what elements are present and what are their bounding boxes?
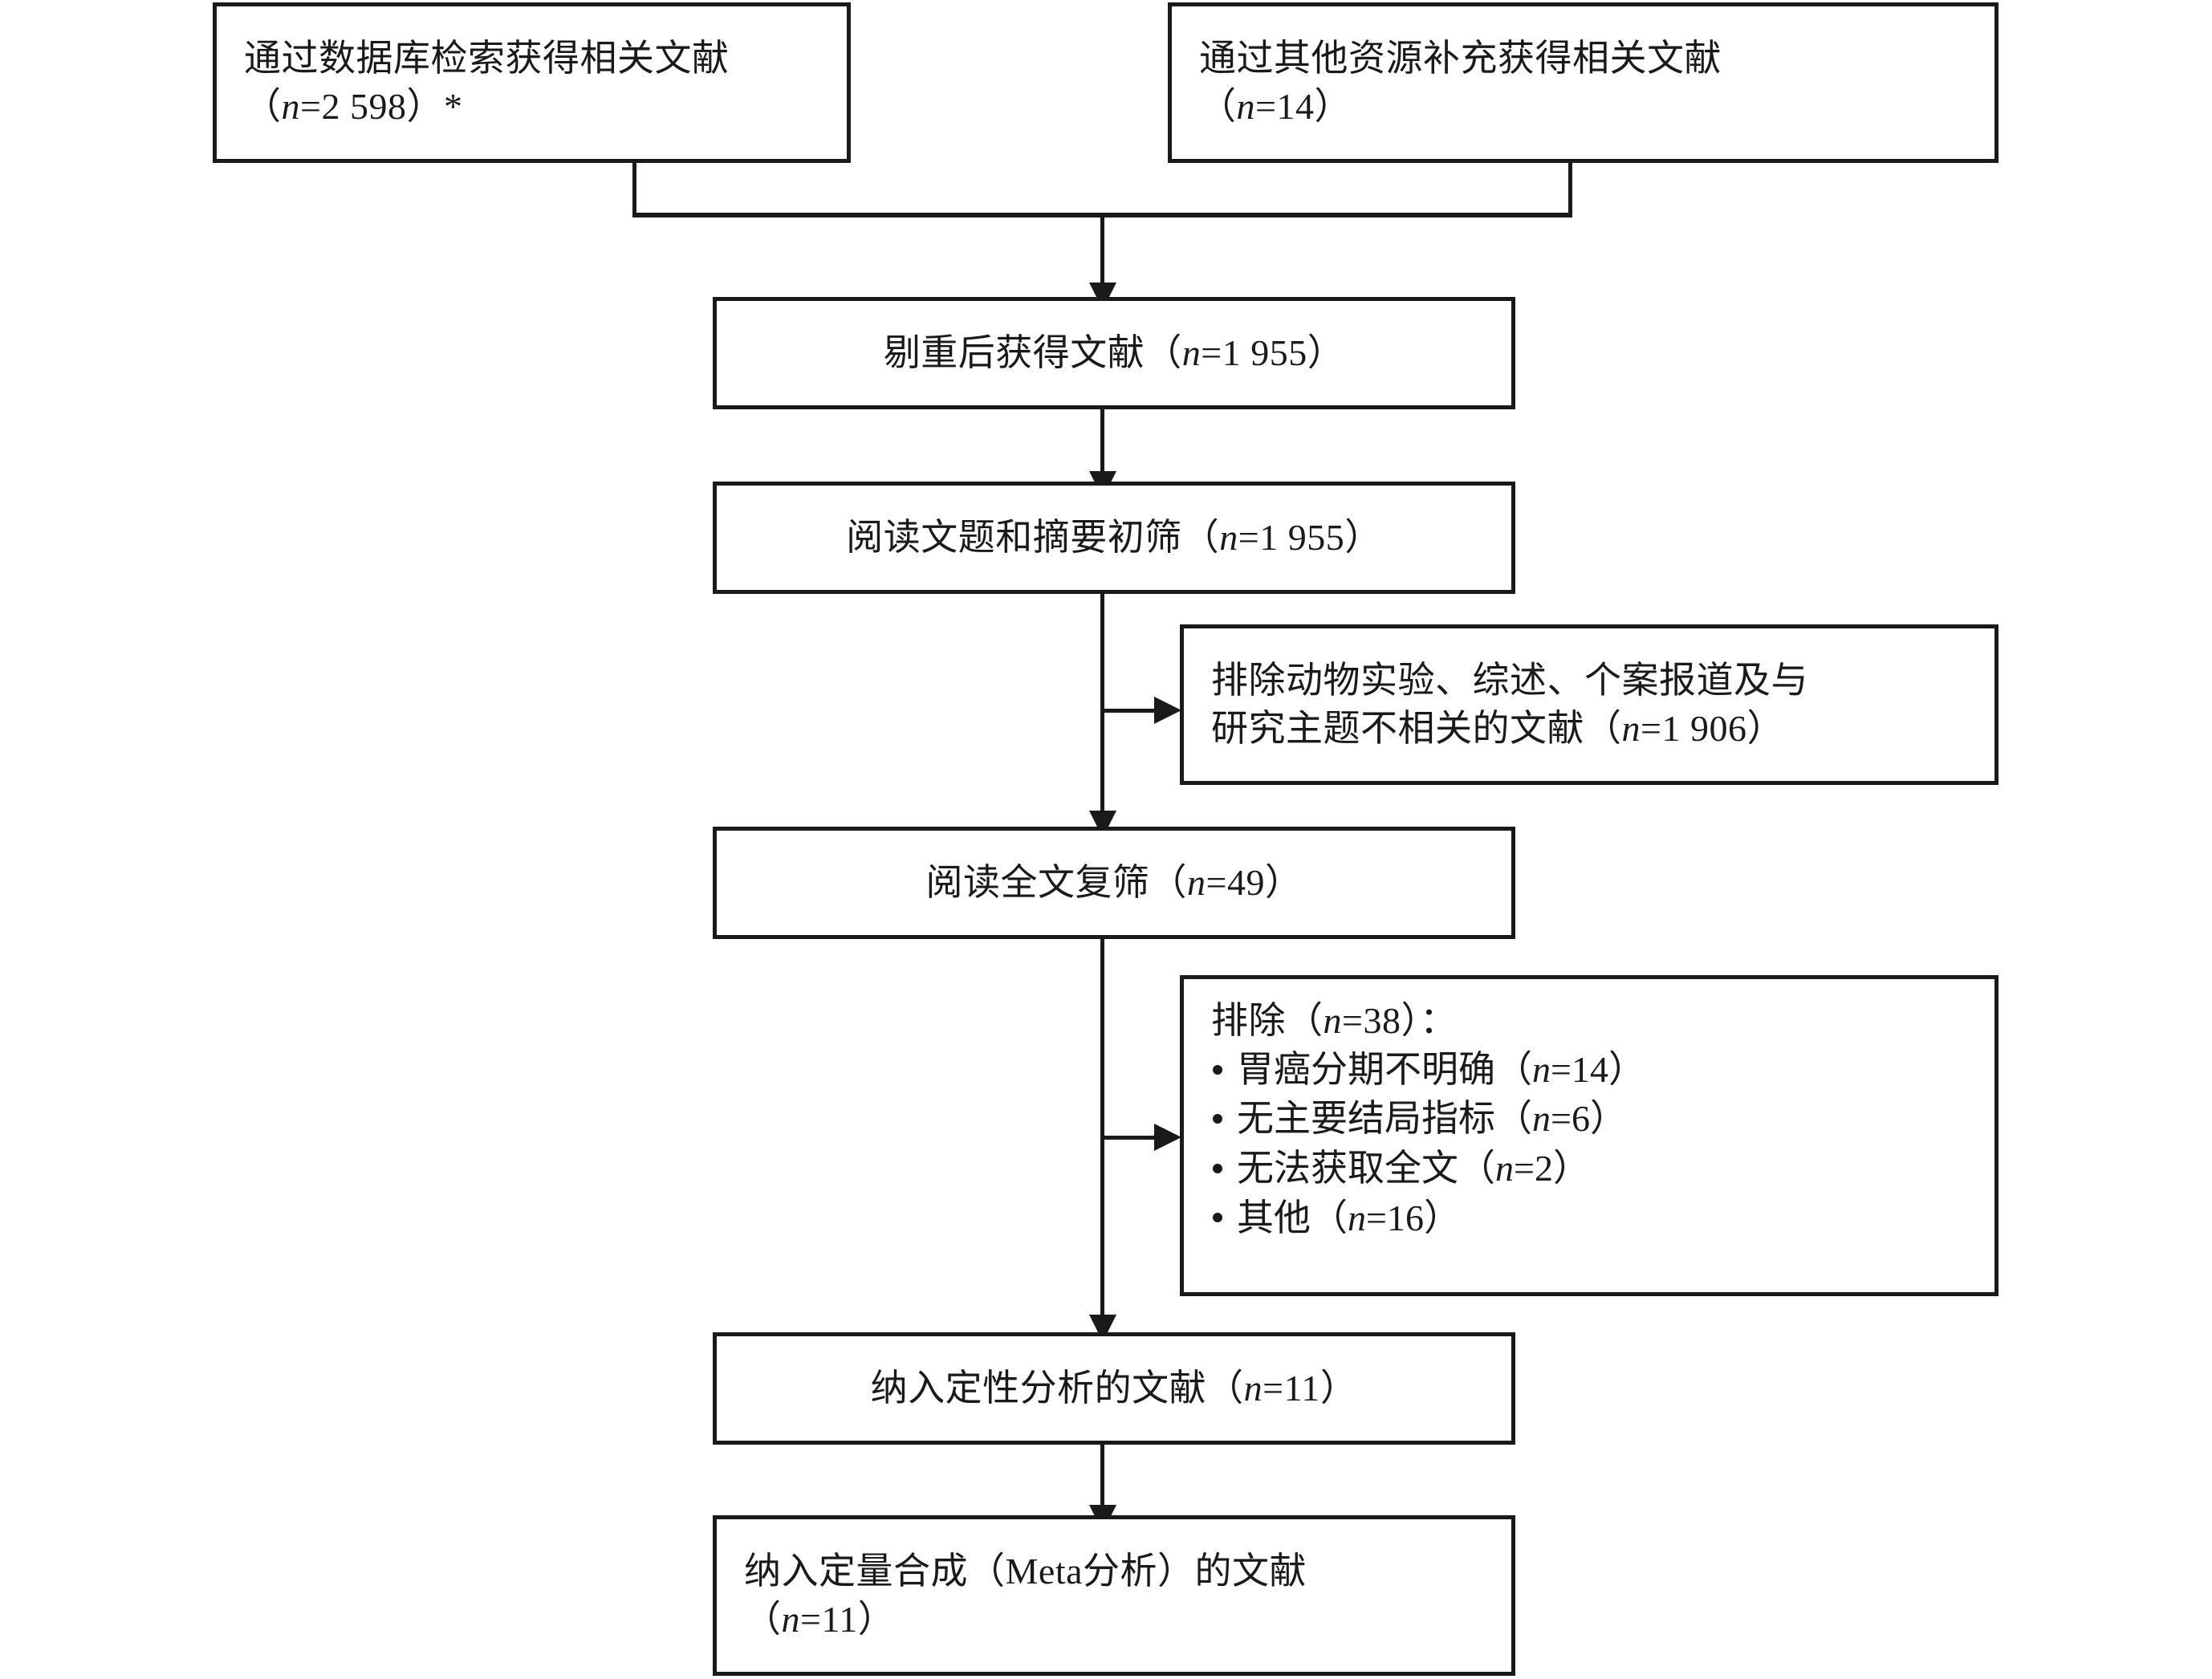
node-database-search-line1: 通过数据库检索获得相关文献 <box>244 38 730 79</box>
node-quantitative: 纳入定量合成（Meta分析）的文献 （n=11） <box>713 1515 1515 1676</box>
node-fulltext-screen: 阅读全文复筛（n=49） <box>713 827 1515 939</box>
connector-other-sources-drop <box>1568 161 1572 217</box>
node-excluded-screen: 排除动物实验、综述、个案报道及与 研究主题不相关的文献（n=1 906） <box>1180 624 1999 785</box>
node-title-abstract-screen-line1: 阅读文题和摘要初筛（n=1 955） <box>846 517 1382 559</box>
list-item: 胃癌分期不明确（n=14） <box>1213 1045 1645 1095</box>
node-title-abstract-screen: 阅读文题和摘要初筛（n=1 955） <box>713 482 1515 594</box>
connector-fulltext-to-excluded-list <box>1100 1136 1169 1140</box>
node-excluded-screen-line2: 研究主题不相关的文献（n=1 906） <box>1211 708 1784 749</box>
node-quantitative-line2: （n=11） <box>744 1599 896 1640</box>
node-qualitative-line1: 纳入定性分析的文献（n=11） <box>870 1368 1358 1409</box>
connector-title-screen-to-excluded <box>1100 709 1169 713</box>
connector-merge-bar <box>632 213 1572 217</box>
node-qualitative: 纳入定性分析的文献（n=11） <box>713 1332 1515 1445</box>
node-after-dedup-line1: 剔重后获得文献（n=1 955） <box>883 332 1345 374</box>
node-after-dedup: 剔重后获得文献（n=1 955） <box>713 297 1515 409</box>
list-item: 其他（n=16） <box>1213 1193 1645 1243</box>
list-item: 无主要结局指标（n=6） <box>1213 1094 1645 1144</box>
node-other-sources-line2: （n=14） <box>1199 86 1352 127</box>
node-excluded-fulltext-heading: 排除（n=38）： <box>1211 1000 1458 1041</box>
node-quantitative-line1: 纳入定量合成（Meta分析）的文献 <box>744 1551 1307 1592</box>
node-fulltext-screen-line1: 阅读全文复筛（n=49） <box>925 862 1303 904</box>
connector-dedup-to-title-screen <box>1100 409 1104 482</box>
arrowhead-title-screen-to-excluded <box>1154 697 1181 724</box>
node-other-sources-line1: 通过其他资源补充获得相关文献 <box>1199 38 1722 79</box>
connector-merge-to-dedup <box>1100 217 1104 289</box>
node-database-search-line2: （n=2 598）* <box>244 86 463 127</box>
node-database-search: 通过数据库检索获得相关文献 （n=2 598）* <box>213 2 851 163</box>
node-excluded-fulltext: 排除（n=38）： 胃癌分期不明确（n=14） 无主要结局指标（n=6） 无法获… <box>1180 975 1999 1296</box>
connector-database-search-drop <box>632 161 636 217</box>
node-other-sources: 通过其他资源补充获得相关文献 （n=14） <box>1168 2 1999 163</box>
node-excluded-screen-line1: 排除动物实验、综述、个案报道及与 <box>1211 660 1808 701</box>
excluded-reasons-list: 胃癌分期不明确（n=14） 无主要结局指标（n=6） 无法获取全文（n=2） 其… <box>1184 1045 1645 1243</box>
arrowhead-fulltext-to-excluded-list <box>1154 1124 1181 1151</box>
list-item: 无法获取全文（n=2） <box>1213 1144 1645 1193</box>
connector-qualitative-to-quantitative <box>1100 1445 1104 1517</box>
